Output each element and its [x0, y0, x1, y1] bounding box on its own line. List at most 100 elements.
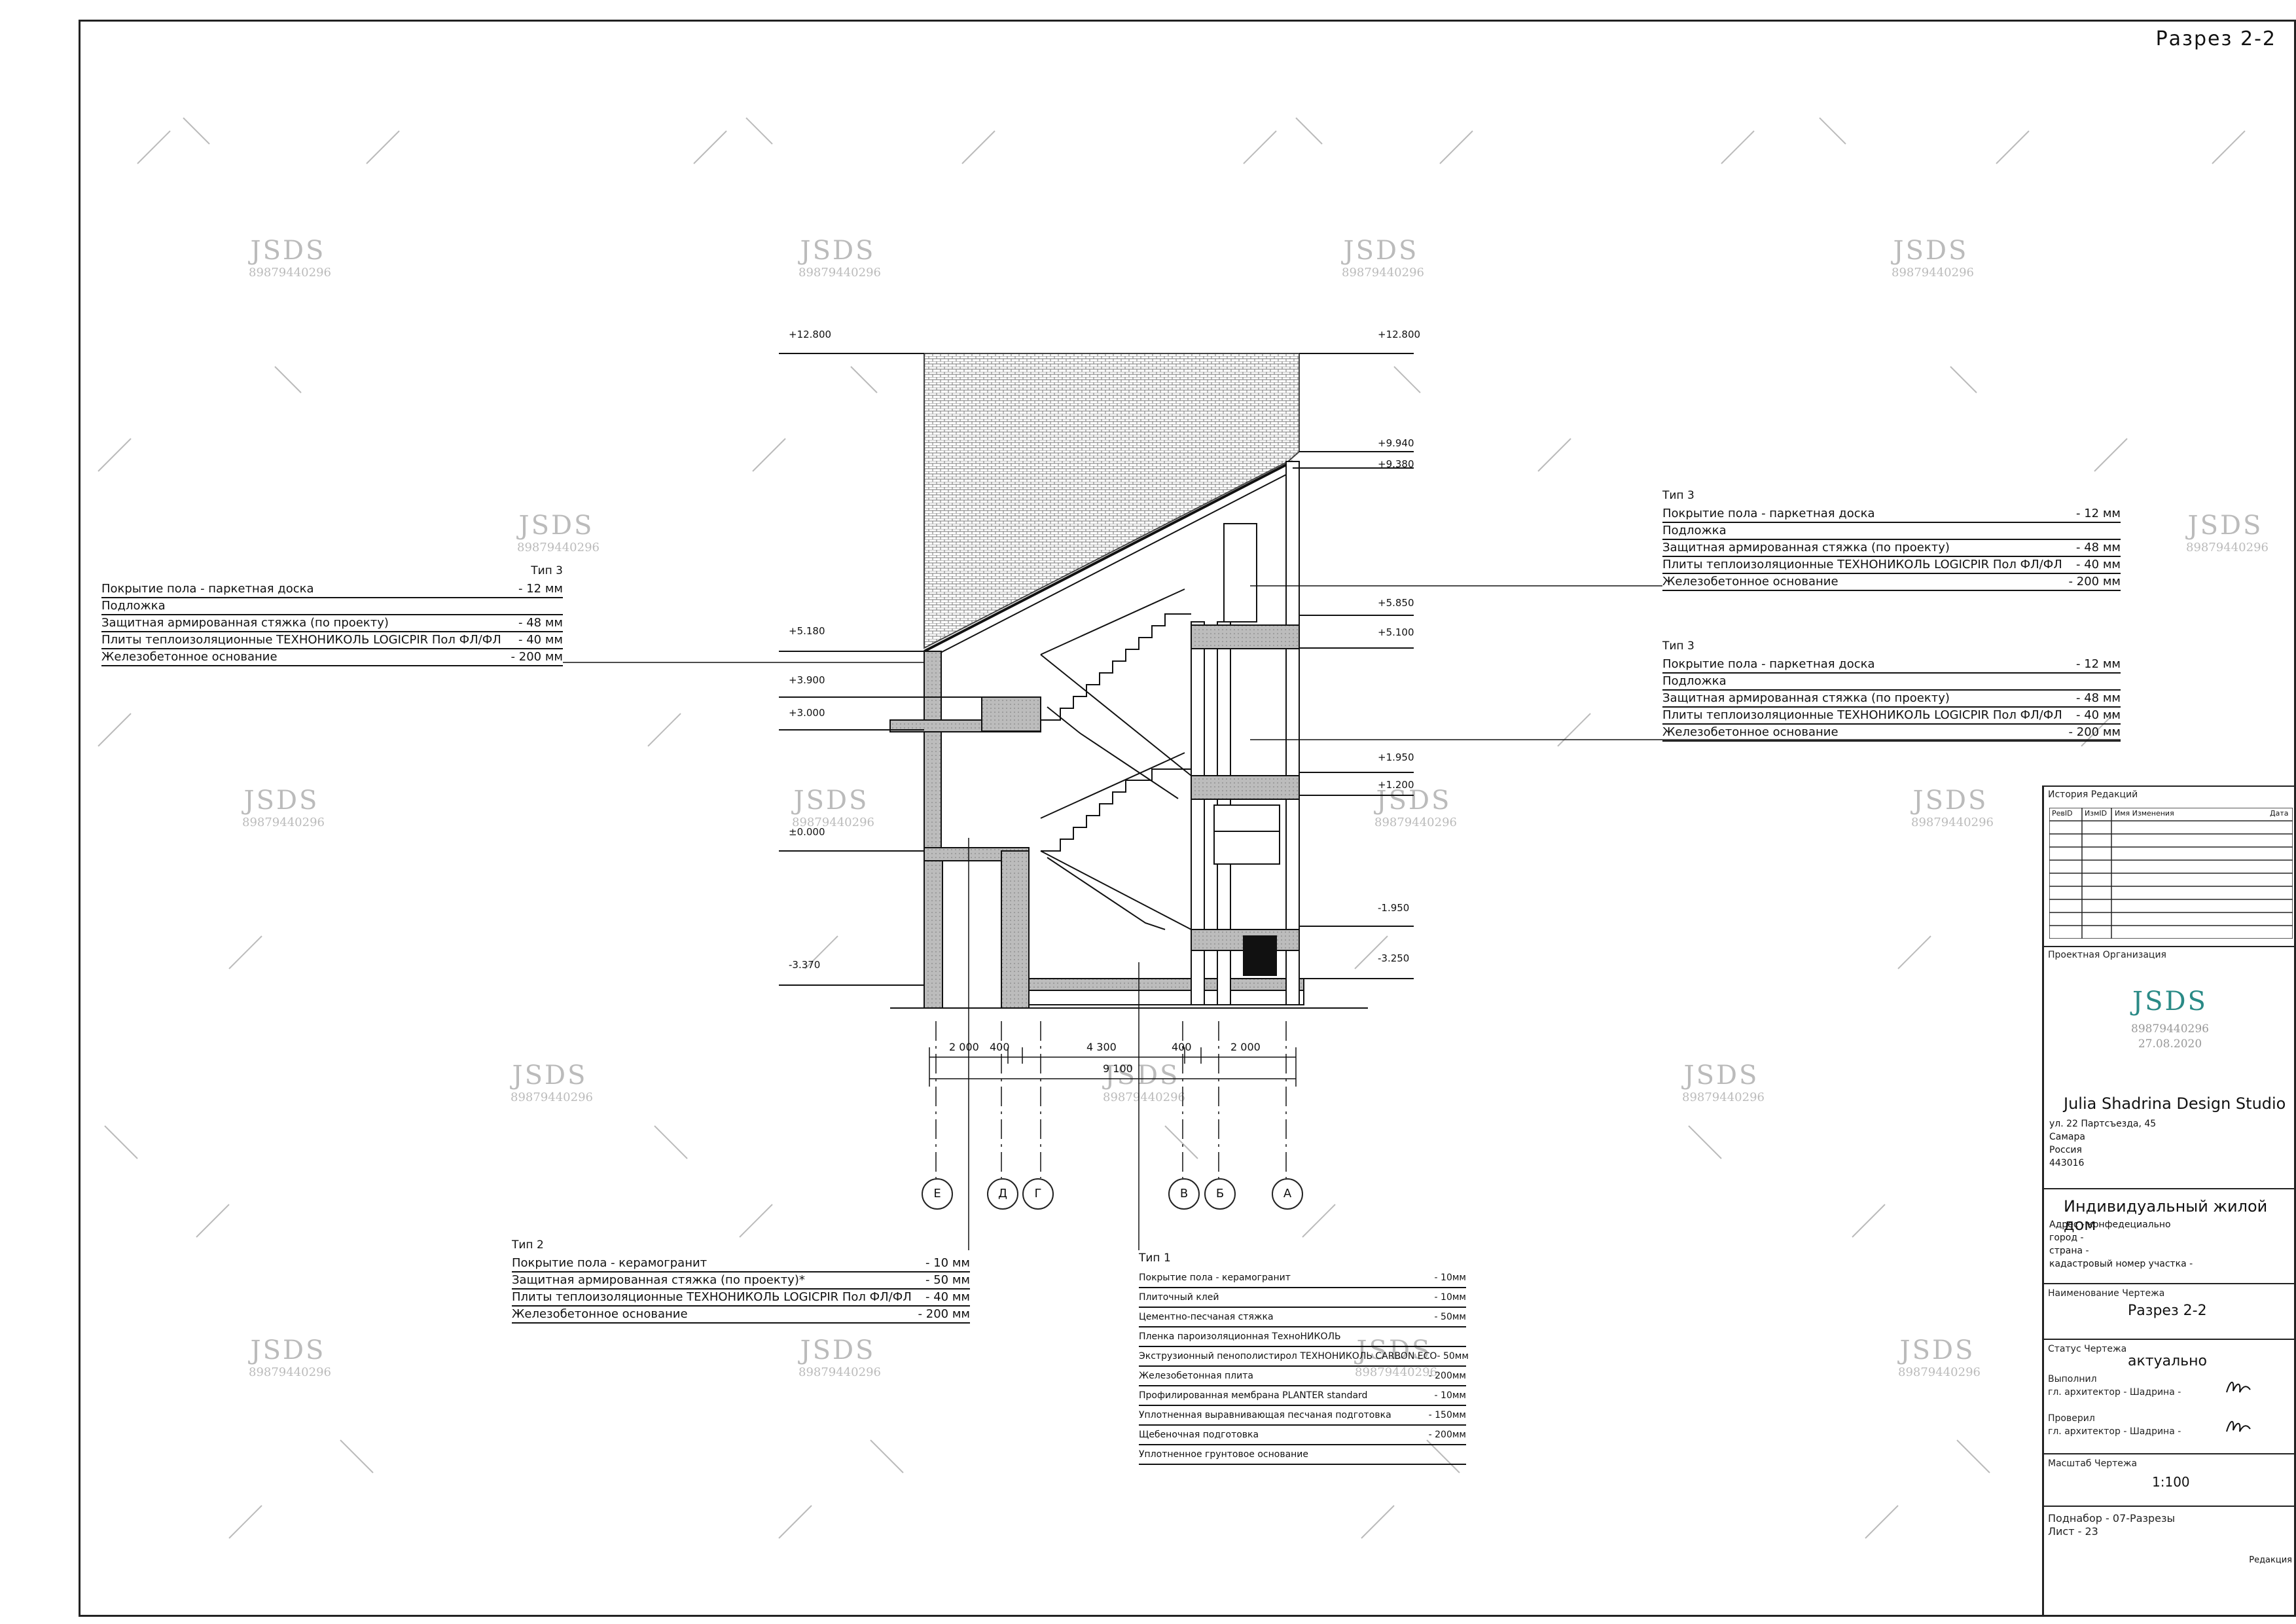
watermark-phone: 89879440296 — [1682, 1091, 1765, 1104]
level-m1950: -1.950 — [1378, 902, 1410, 914]
spec-layer-thickness: - 150мм — [1428, 1410, 1466, 1420]
roof-mass — [924, 353, 1300, 649]
level-9940: +9.940 — [1378, 437, 1414, 449]
watermark-brand: JSDS — [1893, 236, 1969, 266]
org-phone: 89879440296 — [2131, 1022, 2209, 1036]
axis-marker: А — [1272, 1178, 1303, 1210]
spec-row: Плиты теплоизоляционные ТЕХНОНИКОЛЬ LOGI… — [1662, 557, 2121, 574]
watermark-phone: 89879440296 — [249, 1365, 331, 1379]
level-1200: +1.200 — [1378, 779, 1414, 791]
spec-layer-thickness: - 200мм — [1428, 1430, 1466, 1440]
axis-marker: Е — [922, 1178, 953, 1210]
watermark-brand: JSDS — [243, 785, 319, 816]
spec-row: Подложка — [1662, 674, 2121, 691]
subset: Поднабор - 07-Разрезы — [2048, 1512, 2176, 1525]
spec-row: Плиты теплоизоляционные ТЕХНОНИКОЛЬ LOGI… — [512, 1290, 970, 1307]
spec-layer-name: Подложка — [101, 599, 166, 613]
spec-layer-name: Подложка — [1662, 524, 1727, 537]
spec-layer-thickness: - 40 мм — [518, 633, 563, 647]
watermark-phone: 89879440296 — [1103, 1091, 1185, 1104]
address-line: ул. 22 Партсъезда, 45 — [2049, 1119, 2157, 1129]
spec-row: Покрытие пола - паркетная доска- 12 мм — [1662, 506, 2121, 523]
spec-layer-thickness: - 50мм — [1434, 1312, 1466, 1322]
watermark-brand: JSDS — [250, 1335, 326, 1365]
spec-layer-name: Уплотненное грунтовое основание — [1139, 1449, 1309, 1460]
spec-layer-name: Железобетонное основание — [1662, 575, 1839, 588]
drawing-name-label: Наименование Чертежа — [2048, 1288, 2165, 1299]
spec-layer-name: Цементно-песчаная стяжка — [1139, 1312, 1274, 1322]
spec-row: Защитная армированная стяжка (по проекту… — [1662, 540, 2121, 557]
level-leaders — [779, 353, 1414, 1009]
axis-marker: В — [1168, 1178, 1200, 1210]
level-3900: +3.900 — [789, 674, 825, 686]
level-9380: +9.380 — [1378, 458, 1414, 470]
floor-spec-right-2: Тип 3 Покрытие пола - паркетная доска- 1… — [1662, 638, 2121, 742]
spec-title: Тип 1 — [1139, 1252, 1171, 1265]
spec-layer-name: Железобетонное основание — [101, 650, 278, 664]
spec-title: Тип 2 — [512, 1238, 544, 1252]
spec-row: Защитная армированная стяжка (по проекту… — [101, 615, 563, 632]
watermark-phone: 89879440296 — [517, 541, 600, 554]
spec-layer-name: Железобетонная плита — [1139, 1371, 1253, 1381]
dim-5: 2 000 — [1230, 1041, 1261, 1053]
spec-layer-name: Плиты теплоизоляционные ТЕХНОНИКОЛЬ LOGI… — [101, 633, 501, 647]
watermark-phone: 89879440296 — [1898, 1365, 1981, 1379]
dim-total: 9 100 — [1103, 1062, 1133, 1075]
project-info-line: город - — [2049, 1233, 2084, 1243]
watermark-phone: 89879440296 — [1355, 1365, 1437, 1379]
history-col: Дата — [2270, 809, 2289, 818]
watermark-brand: JSDS — [1356, 1335, 1432, 1365]
spec-row: Покрытие пола - керамогранит- 10 мм — [512, 1255, 970, 1272]
spec-layer-thickness: - 40 мм — [925, 1290, 970, 1304]
level-m3370: -3.370 — [789, 959, 821, 971]
spec-layer-name: Плиты теплоизоляционные ТЕХНОНИКОЛЬ LOGI… — [1662, 558, 2062, 571]
address-line: Россия — [2049, 1145, 2082, 1155]
spec-layer-name: Уплотненная выравнивающая песчаная подго… — [1139, 1410, 1391, 1420]
sheet-number: Лист - 23 — [2048, 1525, 2098, 1538]
spec-layer-name: Покрытие пола - паркетная доска — [1662, 657, 1875, 671]
sheet-title: Разрез 2-2 — [2155, 27, 2276, 50]
project-info-line: кадастровый номер участка - — [2049, 1259, 2193, 1269]
spec-row: Цементно-песчаная стяжка - 50мм — [1139, 1308, 1466, 1327]
history-block: История Редакций РевID ИзмID Имя Изменен… — [2044, 785, 2296, 947]
spec-layer-name: Плиточный клей — [1139, 1292, 1219, 1303]
dim-4: 400 — [1172, 1041, 1192, 1053]
spec-layer-name: Плиты теплоизоляционные ТЕХНОНИКОЛЬ LOGI… — [1662, 708, 2062, 722]
watermark-brand: JSDS — [793, 785, 869, 816]
spec-layer-thickness: - 50 мм — [925, 1273, 970, 1287]
spec-layer-name: Профилированная мембрана PLANTER standar… — [1139, 1390, 1368, 1401]
watermark-phone: 89879440296 — [242, 816, 325, 829]
watermark-phone: 89879440296 — [1374, 816, 1457, 829]
axis-marker: Б — [1204, 1178, 1236, 1210]
signature-icon — [2226, 1420, 2251, 1432]
history-col: ИзмID — [2085, 809, 2108, 818]
spec-row: Профилированная мембрана PLANTER standar… — [1139, 1386, 1466, 1406]
spec-row: Уплотненное грунтовое основание — [1139, 1445, 1466, 1465]
org-date: 27.08.2020 — [2138, 1038, 2202, 1051]
level-0000: ±0.000 — [789, 826, 825, 838]
spec-row: Подложка — [1662, 523, 2121, 540]
spec-layer-thickness: - 48 мм — [2075, 691, 2121, 705]
level-5180: +5.180 — [789, 625, 825, 637]
watermark-brand: JSDS — [512, 1060, 588, 1091]
dimension-lines — [929, 1047, 1297, 1087]
floor-spec-left: Тип 3 Покрытие пола - паркетная доска- 1… — [101, 563, 563, 666]
floor-spec-right-1: Тип 3 Покрытие пола - паркетная доска- 1… — [1662, 488, 2121, 591]
spec-layer-name: Защитная армированная стяжка (по проекту… — [1662, 691, 1950, 705]
spec-layer-name: Покрытие пола - паркетная доска — [101, 582, 314, 596]
studio-name: Julia Shadrina Design Studio — [2064, 1094, 2286, 1113]
watermark-phone: 89879440296 — [511, 1091, 593, 1104]
watermark-brand: JSDS — [800, 236, 876, 266]
spec-layer-thickness: - 10мм — [1434, 1292, 1466, 1303]
watermark-brand: JSDS — [1376, 785, 1452, 816]
floor-spec-type2: Тип 2 Покрытие пола - керамогранит- 10 м… — [512, 1237, 970, 1324]
spec-layer-thickness: - 200 мм — [511, 650, 563, 664]
project-title: Индивидуальный жилой дом — [2064, 1197, 2268, 1234]
